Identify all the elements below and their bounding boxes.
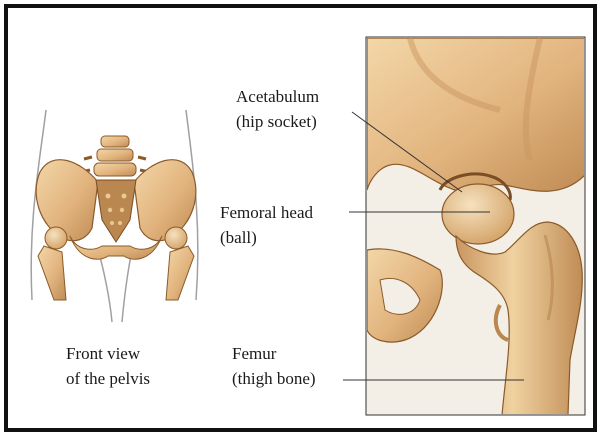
femoral-head xyxy=(442,184,514,244)
label-femur-sub: (thigh bone) xyxy=(232,369,316,389)
label-femur: Femur xyxy=(232,344,276,364)
label-femoral-head: Femoral head xyxy=(220,203,313,223)
sacrum xyxy=(96,180,136,242)
lumbar-vertebrae xyxy=(81,136,149,176)
label-acetabulum: Acetabulum xyxy=(236,87,319,107)
right-femur-small xyxy=(165,227,194,300)
label-acetabulum-sub: (hip socket) xyxy=(236,112,317,132)
hip-joint-closeup xyxy=(366,37,585,415)
left-iliac-wing xyxy=(36,160,98,241)
label-femoral-head-sub: (ball) xyxy=(220,228,257,248)
pelvis-front-view xyxy=(31,110,198,322)
label-front-view-sub: of the pelvis xyxy=(66,369,150,389)
left-femur-small xyxy=(38,227,67,300)
right-iliac-wing xyxy=(134,160,196,241)
label-front-view: Front view xyxy=(66,344,140,364)
